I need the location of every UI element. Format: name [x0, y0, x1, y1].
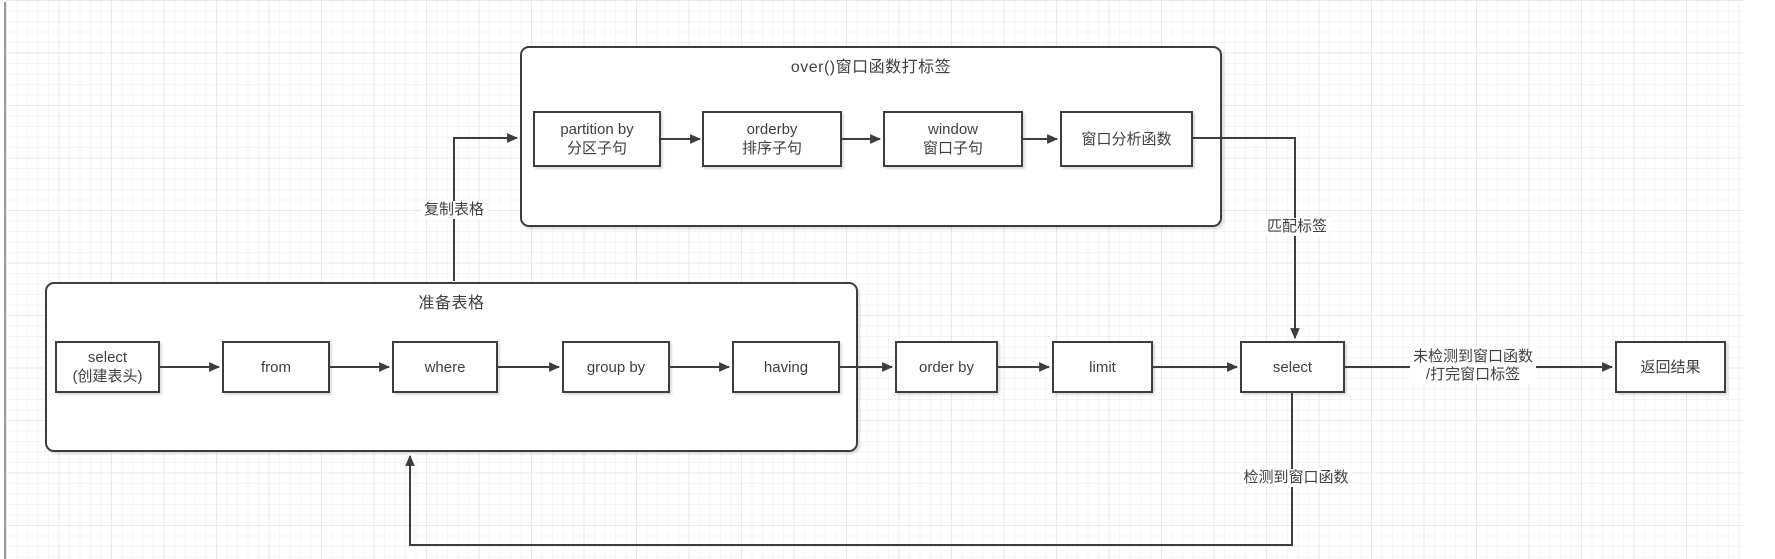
box-window-analysis-function[interactable]: 窗口分析函数 [1060, 111, 1193, 167]
box-label-line1: partition by [560, 121, 634, 138]
edge-label-line1: 未检测到窗口函数 [1412, 348, 1534, 365]
box-label-line2: 窗口子句 [922, 140, 983, 157]
box-label-line1: limit [1089, 358, 1116, 376]
container-title: 准备表格 [418, 295, 485, 312]
box-label-line1: select [1272, 358, 1313, 376]
box-label-line1: orderby [746, 121, 798, 138]
box-limit[interactable]: limit [1052, 341, 1153, 393]
box-group-by[interactable]: group by [562, 341, 670, 393]
box-label-line1: select [87, 349, 128, 366]
box-from[interactable]: from [222, 341, 330, 393]
box-label-line2: 排序子句 [741, 140, 802, 157]
box-label-line1: where [424, 358, 466, 376]
canvas-left-border [4, 2, 6, 559]
edge-label-window-detected: 检测到窗口函数 [1240, 469, 1352, 487]
box-select-create-header[interactable]: select (创建表头) [55, 341, 160, 393]
edge-label-no-window-function: 未检测到窗口函数 /打完窗口标签 [1409, 348, 1537, 384]
box-select-final[interactable]: select [1240, 341, 1345, 393]
edge-label-copy-table: 复制表格 [420, 201, 488, 219]
box-label-line2: (创建表头) [72, 368, 143, 385]
box-label-line1: group by [586, 358, 646, 376]
box-order-by[interactable]: order by [895, 341, 998, 393]
edge-label-line2: /打完窗口标签 [1425, 366, 1521, 383]
box-label-line1: from [261, 358, 291, 376]
box-having[interactable]: having [732, 341, 840, 393]
container-title: over()窗口函数打标签 [790, 59, 952, 76]
edge-label-match-tag: 匹配标签 [1263, 218, 1331, 236]
box-label-line1: window [927, 121, 979, 138]
box-return-result[interactable]: 返回结果 [1615, 341, 1726, 393]
box-window-clause[interactable]: window 窗口子句 [883, 111, 1023, 167]
box-label-line2: 分区子句 [566, 140, 627, 157]
box-partition-by[interactable]: partition by 分区子句 [533, 111, 661, 167]
box-orderby-clause[interactable]: orderby 排序子句 [702, 111, 842, 167]
box-label-line1: order by [918, 358, 975, 376]
box-label-line1: 返回结果 [1640, 358, 1701, 376]
box-where[interactable]: where [392, 341, 498, 393]
box-label-line1: having [763, 358, 809, 376]
box-label-line1: 窗口分析函数 [1081, 130, 1172, 148]
